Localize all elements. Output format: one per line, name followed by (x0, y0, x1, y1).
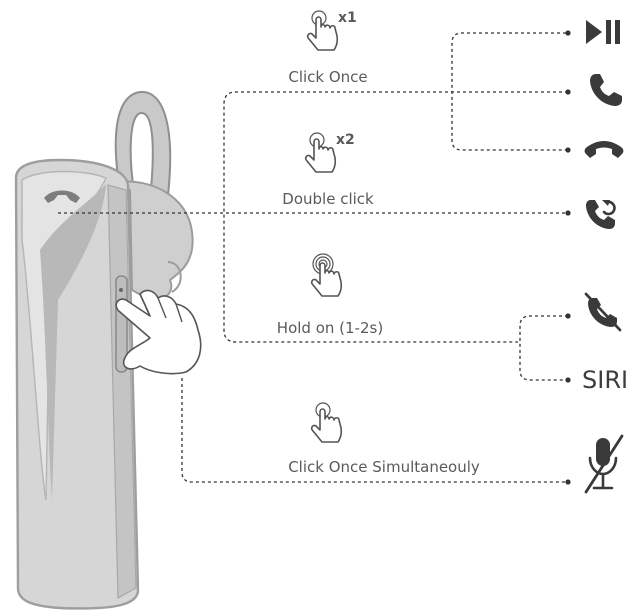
simultaneous-label: Click Once Simultaneouly (288, 458, 480, 476)
hang-up-icon (584, 141, 624, 158)
play-pause-icon (586, 20, 620, 44)
tap-finger-icon (304, 132, 337, 173)
click-once-label: Click Once (288, 68, 367, 86)
answer-call-icon (590, 74, 622, 106)
siri-label: SIRI (582, 366, 628, 394)
hold-on-label: Hold on (1-2s) (277, 319, 383, 337)
tap-finger-icon (306, 10, 339, 51)
double-click-multiplier: x2 (336, 132, 355, 148)
double-click-label: Double click (282, 190, 374, 208)
action-simultaneous: Click Once Simultaneouly (288, 402, 480, 476)
click-once-multiplier: x1 (338, 10, 357, 26)
action-hold-on: Hold on (1-2s) (277, 253, 383, 337)
bluetooth-headset (14, 90, 202, 610)
connector-lines (58, 30, 571, 485)
mute-microphone-icon (584, 434, 624, 494)
reject-call-icon (584, 292, 622, 332)
redial-icon (586, 200, 616, 229)
action-double-click: x2 Double click (282, 132, 374, 208)
call-logo-icon (44, 190, 80, 203)
tap-finger-icon (310, 402, 343, 443)
action-click-once: x1 Click Once (288, 10, 367, 86)
pointing-hand-icon (115, 289, 202, 375)
hold-finger-icon (310, 253, 343, 297)
